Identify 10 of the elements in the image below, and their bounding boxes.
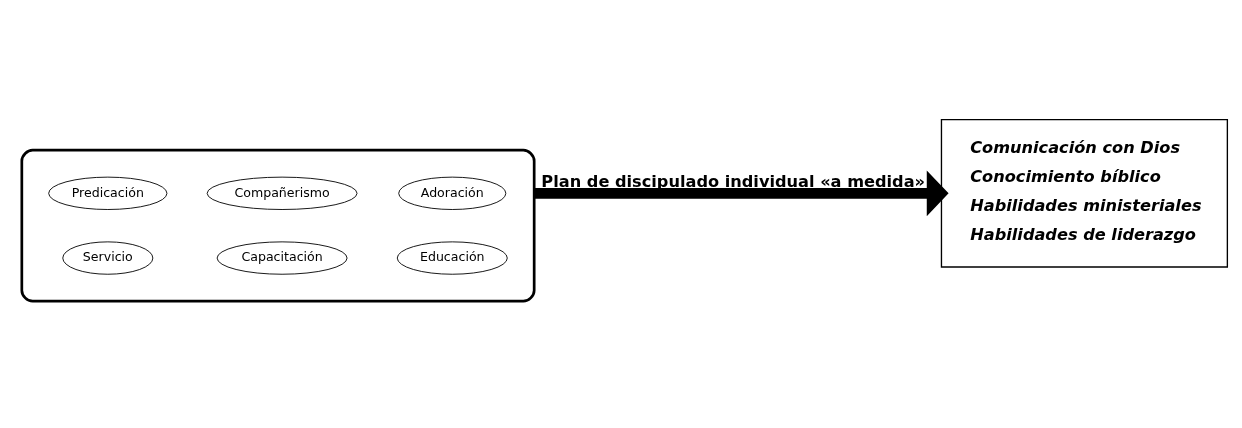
node-ellipse: Adoración	[398, 176, 507, 210]
node-ellipse: Servicio	[62, 241, 154, 275]
node-box: Comunicación con Dios Conocimiento bíblico Habilidades ministeriales Habilidades de liderazgo	[940, 118, 1229, 268]
node-ellipse: Educación	[396, 241, 508, 275]
node-ellipse: Compañerismo	[206, 176, 358, 210]
cluster	[20, 148, 536, 303]
node-ellipse: Capacitación	[216, 241, 348, 275]
node-ellipse: Predicación	[48, 176, 168, 210]
edge-label: Plan de discipulado individual «a medida»	[541, 172, 926, 192]
arrow	[534, 170, 949, 217]
